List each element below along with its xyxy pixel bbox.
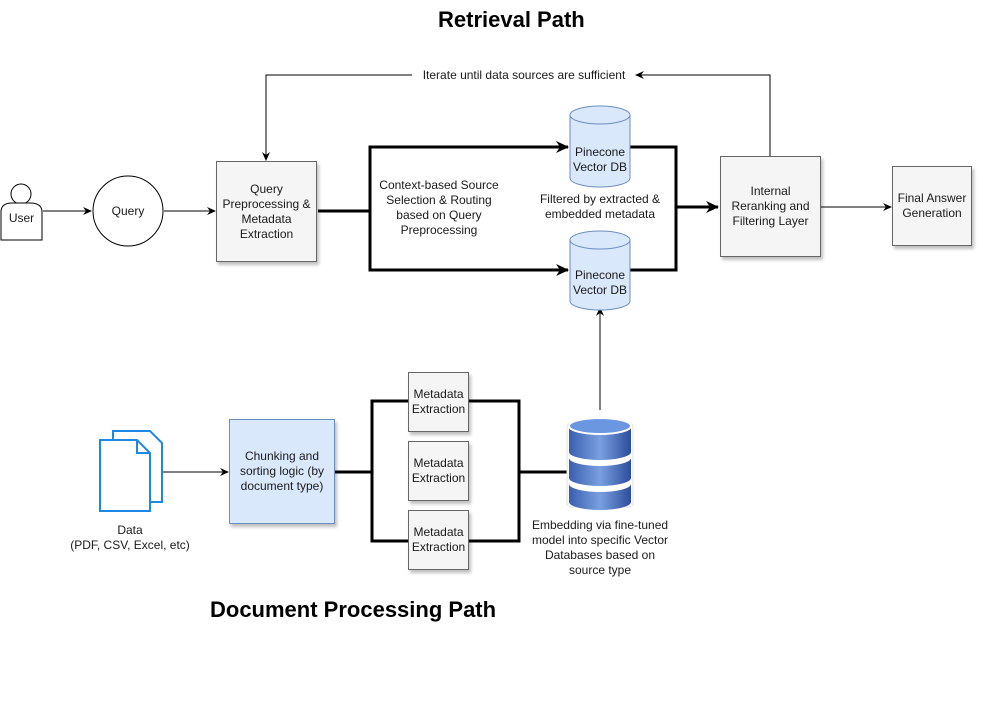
metadata-extraction-box-3: Metadata Extraction <box>408 510 469 570</box>
data-sub-label: (PDF, CSV, Excel, etc) <box>70 538 190 552</box>
query-preprocessing-box: Query Preprocessing & Metadata Extractio… <box>216 161 317 262</box>
metadata-extraction-box-2: Metadata Extraction <box>408 441 469 501</box>
pinecone-top-label: Pinecone Vector DB <box>572 145 628 174</box>
user-actor-icon <box>0 183 43 241</box>
edge-routing-db-bottom <box>368 211 569 276</box>
pinecone-bottom-label: Pinecone Vector DB <box>572 268 628 297</box>
final-answer-box: Final Answer Generation <box>892 166 972 246</box>
embedding-label: Embedding via fine-tuned model into spec… <box>531 518 669 577</box>
query-node <box>92 175 164 247</box>
edge-loop-back <box>635 71 771 156</box>
data-label: Data <box>117 523 143 537</box>
reranking-box: Internal Reranking and Filtering Layer <box>720 156 821 257</box>
retrieval-path-title: Retrieval Path <box>438 7 585 32</box>
documents-icon <box>99 430 163 512</box>
vector-database-icon <box>566 417 634 510</box>
pinecone-db-top-icon <box>569 105 631 188</box>
pinecone-db-bottom-icon <box>569 230 631 311</box>
metadata-extraction-box-1: Metadata Extraction <box>408 372 469 432</box>
iterate-loop-label: Iterate until data sources are sufficien… <box>414 68 634 83</box>
edge-routing-db-top <box>368 141 569 211</box>
edge-meta-bus-left <box>370 399 409 543</box>
edge-loop-to-preprocess <box>262 74 412 161</box>
edge-meta-bus-right <box>468 399 521 543</box>
filter-note: Filtered by extracted & embedded metadat… <box>539 192 661 221</box>
user-label: User <box>8 211 35 225</box>
document-processing-path-title: Document Processing Path <box>210 597 497 622</box>
routing-label: Context-based Source Selection & Routing… <box>379 178 499 237</box>
chunking-box: Chunking and sorting logic (by document … <box>229 419 335 524</box>
query-label: Query <box>111 204 145 218</box>
